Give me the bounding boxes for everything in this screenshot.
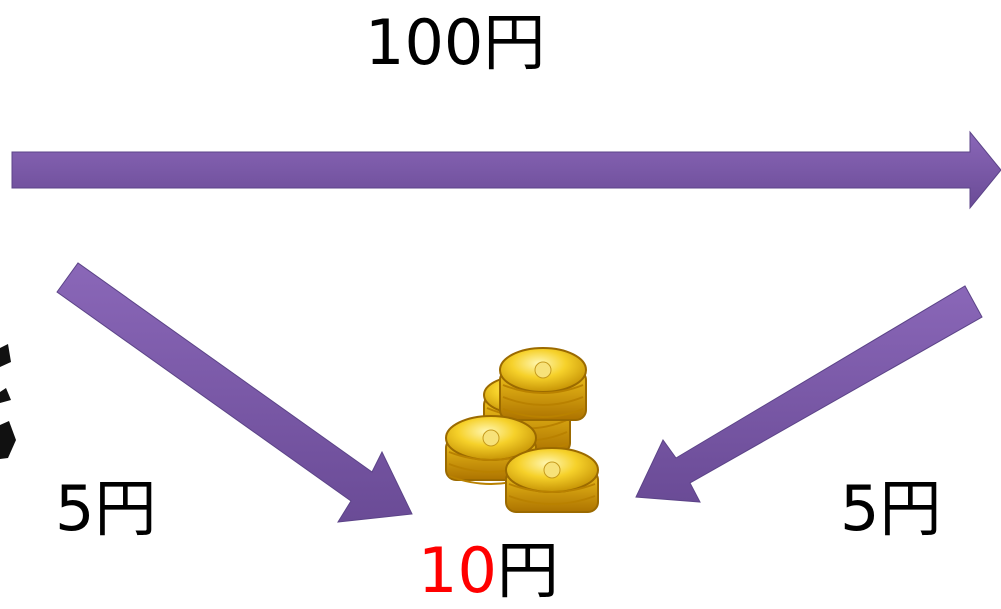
coin-top-stack — [499, 347, 587, 421]
top-amount-label: 100円 — [365, 6, 546, 79]
coin-front-stack — [505, 447, 599, 513]
coin-stack-icon — [445, 347, 599, 513]
top-flow-arrow — [11, 130, 1001, 210]
bottom-amount-unit: 円 — [496, 534, 559, 607]
left-edge-fragment-icon — [0, 344, 16, 459]
bottom-amount-number: 10 — [418, 534, 497, 607]
left-flow-arrow — [56, 262, 413, 523]
right-amount-label: 5円 — [840, 472, 942, 545]
left-amount-label: 5円 — [55, 472, 157, 545]
right-flow-arrow — [635, 285, 983, 503]
bottom-amount-label: 10円 — [418, 540, 559, 602]
